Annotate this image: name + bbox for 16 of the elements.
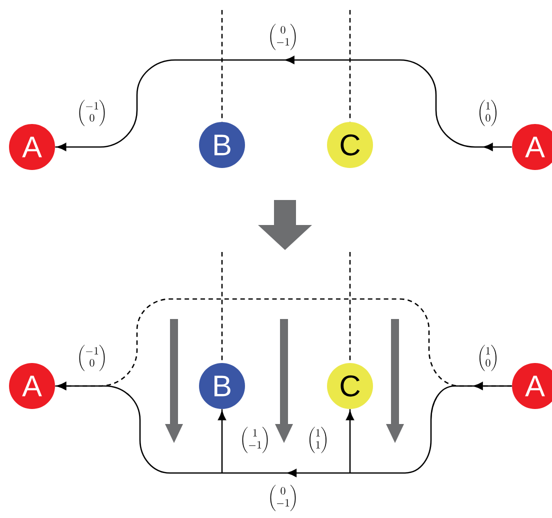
vector-label: $\begin{pmatrix}0\\-1\end{pmatrix}$ <box>270 484 296 512</box>
circle-node: B <box>199 362 245 409</box>
circle-node: C <box>327 362 373 409</box>
circle-node: C <box>327 122 373 168</box>
connector-line <box>349 252 351 363</box>
connector-line <box>221 252 223 363</box>
connector-line <box>55 56 512 151</box>
connector-line <box>221 10 223 122</box>
vector-label: $\begin{pmatrix}0\\-1\end{pmatrix}$ <box>270 24 296 50</box>
circle-node: B <box>199 122 245 168</box>
connector-line <box>218 409 226 473</box>
circle-node: A <box>9 362 55 409</box>
connector-line <box>55 298 512 390</box>
connector-line <box>346 409 354 473</box>
connector-line <box>349 10 351 122</box>
circle-node: A <box>9 124 55 170</box>
